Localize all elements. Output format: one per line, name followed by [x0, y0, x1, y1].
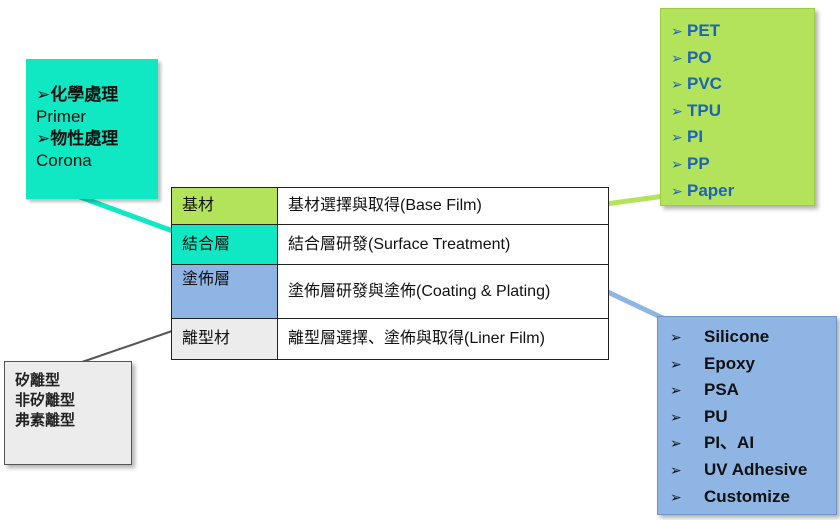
list-item: ➢PO [671, 45, 814, 72]
arrow-bullet-icon: ➢ [670, 408, 682, 425]
table-row: 離型材 離型層選擇、塗佈與取得(Liner Film) [171, 318, 609, 360]
callout-line: 非矽離型 [15, 392, 76, 409]
callout-surface-treatment: ➢化學處理 Primer ➢物性處理 Corona [26, 59, 158, 199]
layer-desc-cell: 離型層選擇、塗佈與取得(Liner Film) [277, 318, 609, 360]
arrow-bullet-icon: ➢ [671, 102, 683, 119]
layer-name-cell: 離型材 [171, 318, 278, 360]
callout-base-film-materials: ➢PET ➢PO ➢PVC ➢TPU ➢PI ➢PP ➢Paper [660, 8, 815, 206]
layer-name-cell: 基材 [171, 187, 278, 225]
connector-cyan [71, 191, 182, 237]
list-item: ➢Customize [670, 484, 836, 511]
arrow-bullet-icon: ➢ [671, 155, 683, 172]
list-item: ➢PU [670, 404, 836, 431]
list-item: ➢PET [671, 18, 814, 45]
arrow-bullet-icon: ➢ [670, 435, 682, 452]
callout-line: ➢物性處理 [36, 129, 119, 148]
connector-gray [81, 329, 176, 363]
list-item: ➢PVC [671, 71, 814, 98]
layer-desc-cell: 結合層研發(Surface Treatment) [277, 224, 609, 265]
list-item: ➢Paper [671, 178, 814, 205]
list-item: ➢Silicone [670, 324, 836, 351]
callout-line: 矽離型 [15, 372, 61, 389]
arrow-bullet-icon: ➢ [670, 329, 682, 345]
arrow-bullet-icon: ➢ [671, 49, 683, 66]
list-item: ➢PP [671, 151, 814, 178]
layer-structure-table: 基材 基材選擇與取得(Base Film) 結合層 結合層研發(Surface … [171, 187, 609, 360]
layer-desc-cell: 基材選擇與取得(Base Film) [277, 187, 609, 225]
table-row: 基材 基材選擇與取得(Base Film) [171, 187, 609, 225]
layer-desc-cell: 塗佈層研發與塗佈(Coating & Plating) [277, 264, 609, 319]
layer-name-cell: 結合層 [171, 224, 278, 265]
list-item: ➢UV Adhesive [670, 457, 836, 484]
arrow-bullet-icon: ➢ [671, 182, 683, 199]
arrow-bullet-icon: ➢ [670, 488, 682, 505]
callout-coating-materials: ➢Silicone ➢Epoxy ➢PSA ➢PU ➢PI、AI ➢UV Adh… [657, 316, 837, 515]
list-item: ➢Epoxy [670, 351, 836, 378]
callout-line: ➢化學處理 [36, 85, 119, 104]
callout-line: Primer [36, 107, 87, 126]
table-row: 結合層 結合層研發(Surface Treatment) [171, 224, 609, 265]
arrow-bullet-icon: ➢ [671, 23, 683, 39]
layer-name-cell: 塗佈層 [171, 264, 278, 319]
list-item: ➢PI [671, 124, 814, 151]
arrow-bullet-icon: ➢ [670, 461, 682, 478]
list-item: ➢PSA [670, 377, 836, 404]
callout-line: Corona [36, 151, 92, 170]
callout-line: 弗素離型 [15, 412, 76, 429]
table-row: 塗佈層 塗佈層研發與塗佈(Coating & Plating) [171, 264, 609, 319]
arrow-bullet-icon: ➢ [670, 355, 682, 372]
arrow-bullet-icon: ➢ [671, 76, 683, 93]
callout-release-types: 矽離型 非矽離型 弗素離型 [4, 361, 132, 465]
arrow-bullet-icon: ➢ [671, 129, 683, 146]
list-item: ➢PI、AI [670, 430, 836, 457]
arrow-bullet-icon: ➢ [670, 382, 682, 399]
list-item: ➢TPU [671, 98, 814, 125]
